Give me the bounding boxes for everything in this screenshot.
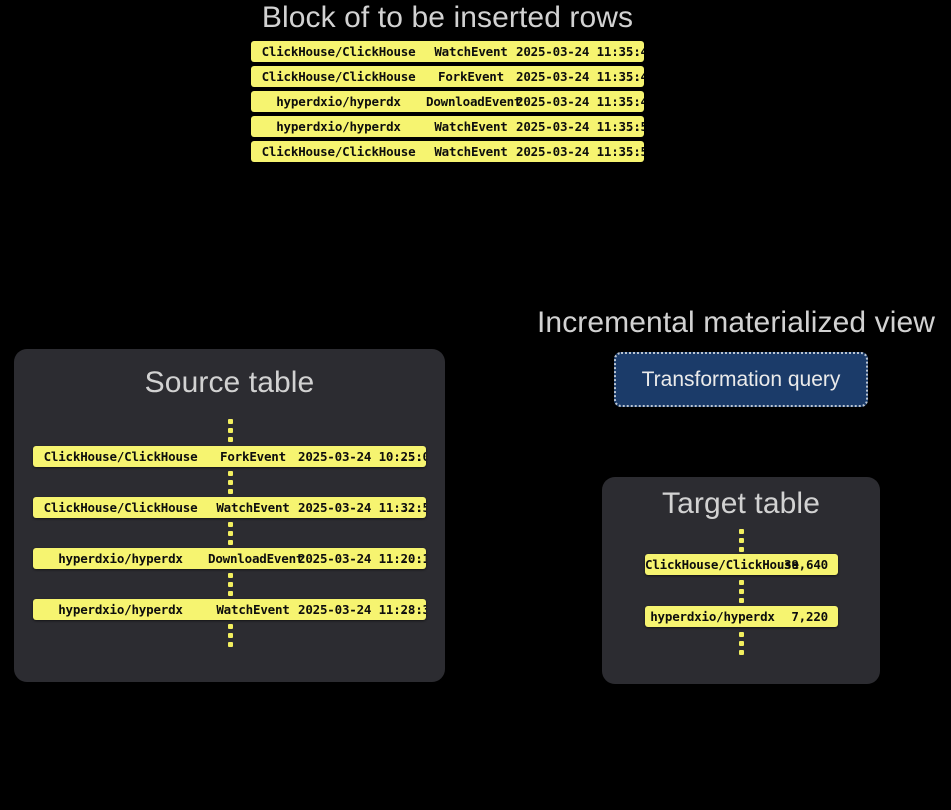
source-table-row: hyperdxio/hyperdx WatchEvent 2025-03-24 … bbox=[33, 599, 426, 620]
source-ellipsis-dots bbox=[227, 522, 233, 545]
target-table-row: hyperdxio/hyperdx 7,220 bbox=[645, 606, 838, 627]
row-event: DownloadEvent bbox=[208, 551, 304, 566]
dot bbox=[227, 489, 233, 494]
row-event: WatchEvent bbox=[434, 144, 508, 159]
dot bbox=[738, 650, 744, 655]
block-row: hyperdxio/hyperdx WatchEvent 2025-03-24 … bbox=[251, 116, 644, 137]
row-ellipsis: ... bbox=[401, 449, 423, 464]
target-table-title: Target table bbox=[662, 487, 820, 520]
row-repo: ClickHouse/ClickHouse bbox=[261, 144, 416, 159]
row-count: 7,220 bbox=[791, 609, 828, 624]
block-row: ClickHouse/ClickHouse WatchEvent 2025-03… bbox=[251, 141, 644, 162]
source-ellipsis-dots bbox=[227, 419, 233, 442]
row-timestamp: 2025-03-24 11:32:54 bbox=[298, 500, 426, 515]
row-event: WatchEvent bbox=[434, 119, 508, 134]
dot bbox=[227, 471, 233, 476]
dot bbox=[227, 573, 233, 578]
dot bbox=[738, 589, 744, 594]
block-row: ClickHouse/ClickHouse ForkEvent 2025-03-… bbox=[251, 66, 644, 87]
row-ellipsis: ... bbox=[401, 500, 423, 515]
row-timestamp: 2025-03-24 11:35:44 bbox=[516, 69, 644, 84]
dot bbox=[227, 437, 233, 442]
source-ellipsis-dots bbox=[227, 624, 233, 647]
dot bbox=[227, 531, 233, 536]
dot bbox=[738, 580, 744, 585]
dot bbox=[738, 632, 744, 637]
dot bbox=[227, 582, 233, 587]
target-ellipsis-dots bbox=[738, 580, 744, 603]
row-repo: hyperdxio/hyperdx bbox=[58, 551, 183, 566]
source-table-title: Source table bbox=[144, 366, 315, 399]
dot bbox=[227, 591, 233, 596]
row-ellipsis: ... bbox=[619, 144, 641, 159]
source-table-row: ClickHouse/ClickHouse ForkEvent 2025-03-… bbox=[33, 446, 426, 467]
row-ellipsis: ... bbox=[401, 602, 423, 617]
dot bbox=[227, 480, 233, 485]
row-repo: ClickHouse/ClickHouse bbox=[43, 500, 198, 515]
dot bbox=[227, 633, 233, 638]
row-repo: hyperdxio/hyperdx bbox=[276, 94, 401, 109]
row-repo: ClickHouse/ClickHouse bbox=[43, 449, 198, 464]
row-timestamp: 2025-03-24 11:35:52 bbox=[516, 119, 644, 134]
dot bbox=[227, 624, 233, 629]
dot bbox=[738, 641, 744, 646]
row-event: ForkEvent bbox=[220, 449, 286, 464]
row-ellipsis: ... bbox=[619, 94, 641, 109]
row-repo: ClickHouse/ClickHouse bbox=[261, 69, 416, 84]
row-timestamp: 2025-03-24 11:28:32 bbox=[298, 602, 426, 617]
source-ellipsis-dots bbox=[227, 471, 233, 494]
block-title: Block of to be inserted rows bbox=[261, 1, 634, 34]
source-table-row: hyperdxio/hyperdx DownloadEvent 2025-03-… bbox=[33, 548, 426, 569]
row-repo: hyperdxio/hyperdx bbox=[276, 119, 401, 134]
dot bbox=[227, 419, 233, 424]
target-ellipsis-dots bbox=[738, 632, 744, 655]
dot bbox=[227, 428, 233, 433]
row-timestamp: 2025-03-24 11:35:48 bbox=[516, 94, 644, 109]
row-timestamp: 2025-03-24 11:35:40 bbox=[516, 44, 644, 59]
dot bbox=[227, 642, 233, 647]
dot bbox=[227, 540, 233, 545]
row-ellipsis: ... bbox=[619, 44, 641, 59]
source-table-row: ClickHouse/ClickHouse WatchEvent 2025-03… bbox=[33, 497, 426, 518]
dot bbox=[738, 529, 744, 534]
row-event: WatchEvent bbox=[434, 44, 508, 59]
row-event: WatchEvent bbox=[216, 500, 290, 515]
row-repo: ClickHouse/ClickHouse bbox=[645, 557, 799, 572]
target-table-row: ClickHouse/ClickHouse 39,640 bbox=[645, 554, 838, 575]
row-event: WatchEvent bbox=[216, 602, 290, 617]
dot bbox=[738, 547, 744, 552]
row-timestamp: 2025-03-24 10:25:00 bbox=[298, 449, 426, 464]
transformation-query-label: Transformation query bbox=[641, 367, 841, 391]
row-timestamp: 2025-03-24 11:35:54 bbox=[516, 144, 644, 159]
materialized-view-title: Incremental materialized view bbox=[536, 306, 936, 339]
dot bbox=[227, 522, 233, 527]
block-row: hyperdxio/hyperdx DownloadEvent 2025-03-… bbox=[251, 91, 644, 112]
block-row: ClickHouse/ClickHouse WatchEvent 2025-03… bbox=[251, 41, 644, 62]
row-repo: hyperdxio/hyperdx bbox=[650, 609, 775, 624]
dot bbox=[738, 598, 744, 603]
source-ellipsis-dots bbox=[227, 573, 233, 596]
row-ellipsis: ... bbox=[619, 119, 641, 134]
row-repo: ClickHouse/ClickHouse bbox=[261, 44, 416, 59]
row-ellipsis: ... bbox=[401, 551, 423, 566]
row-timestamp: 2025-03-24 11:20:12 bbox=[298, 551, 426, 566]
transformation-query-box[interactable]: Transformation query bbox=[614, 352, 868, 407]
row-repo: hyperdxio/hyperdx bbox=[58, 602, 183, 617]
row-count: 39,640 bbox=[784, 557, 828, 572]
row-event: ForkEvent bbox=[438, 69, 504, 84]
dot bbox=[738, 538, 744, 543]
target-ellipsis-dots bbox=[738, 529, 744, 552]
row-event: DownloadEvent bbox=[426, 94, 522, 109]
row-ellipsis: ... bbox=[619, 69, 641, 84]
